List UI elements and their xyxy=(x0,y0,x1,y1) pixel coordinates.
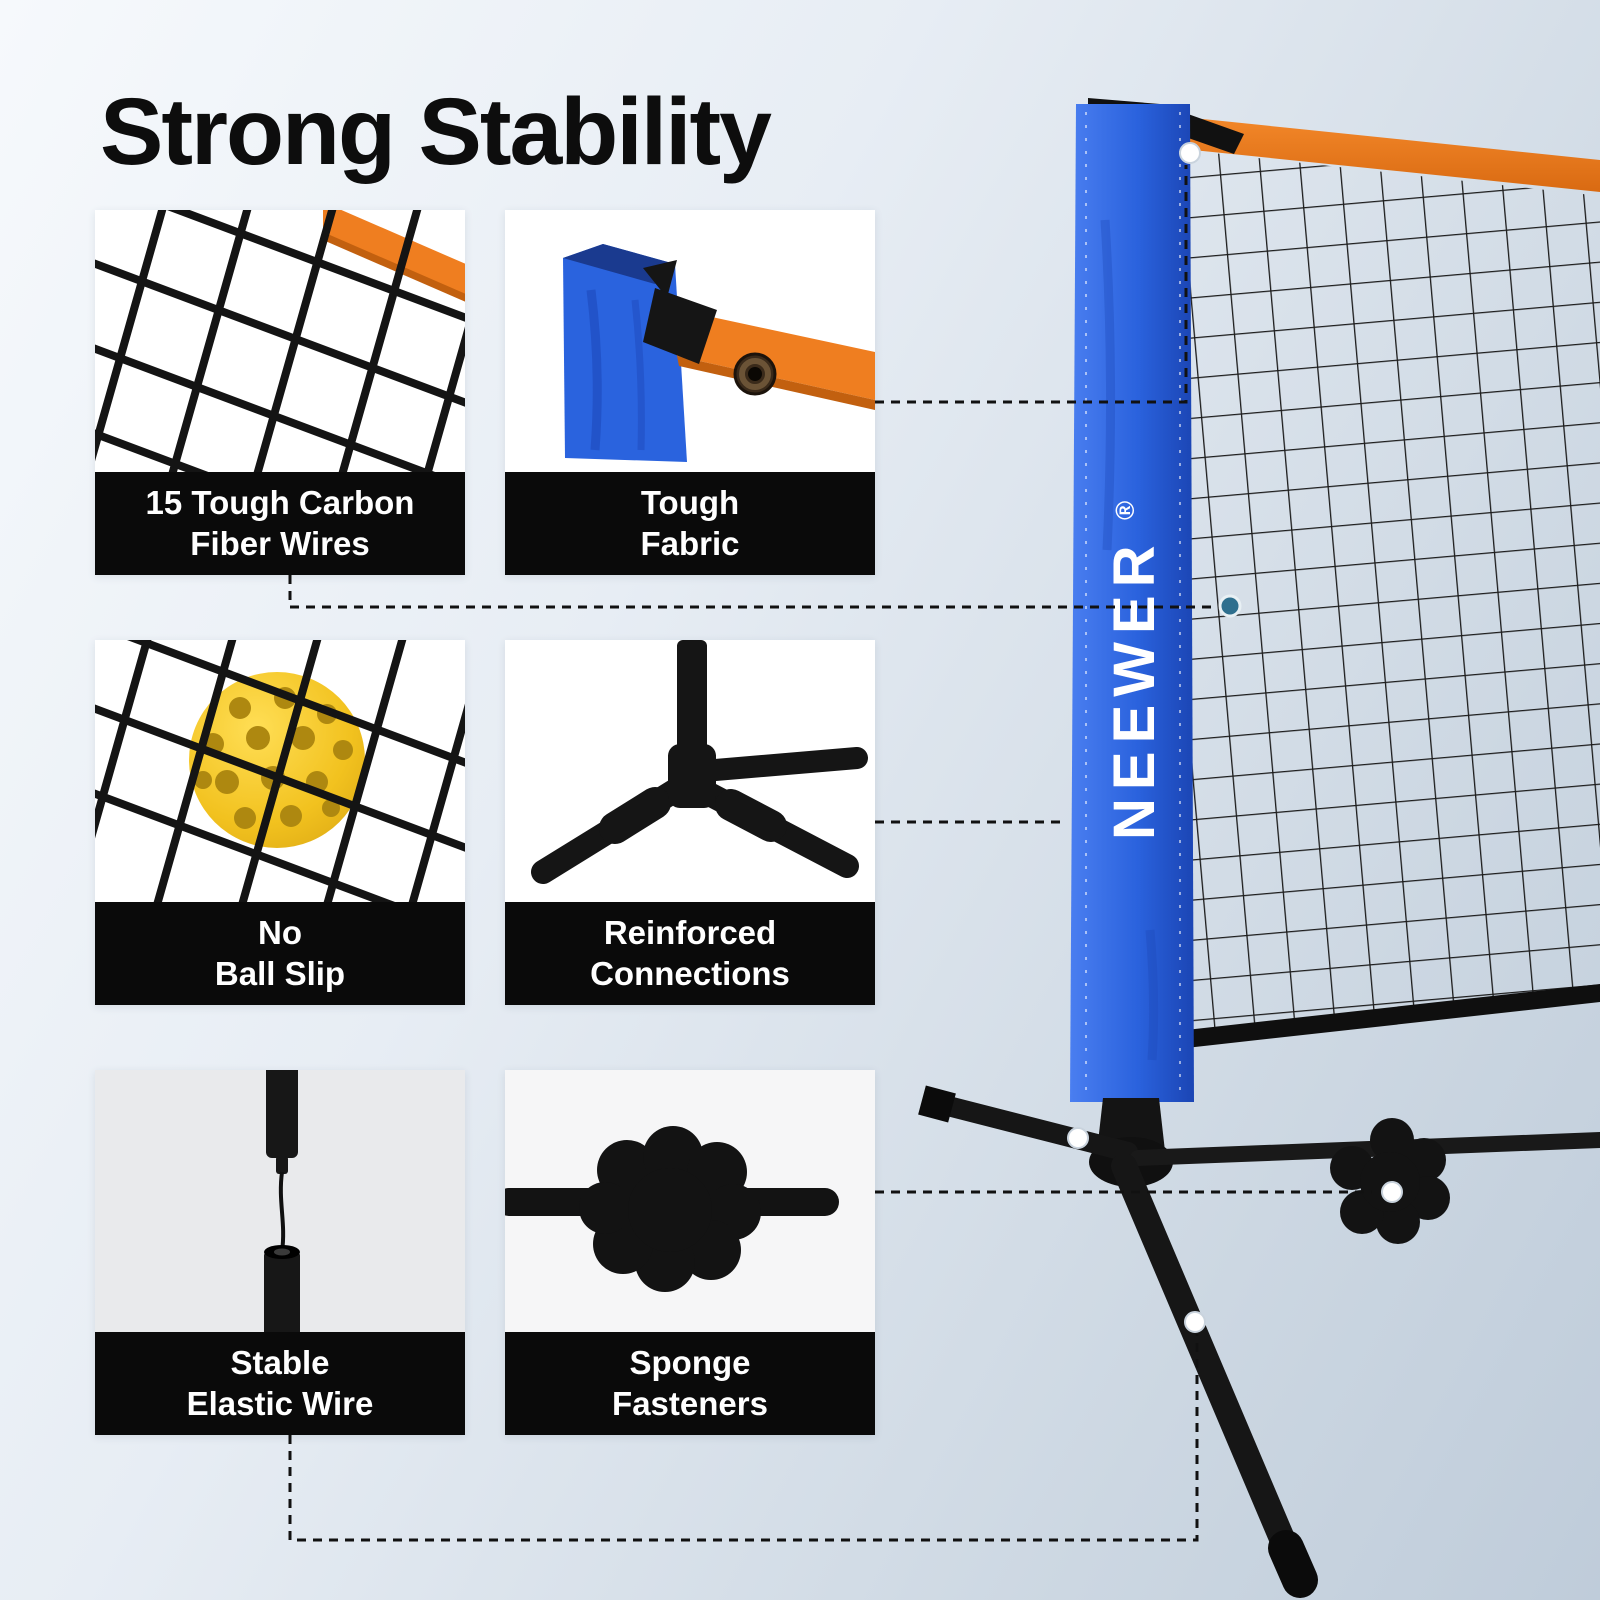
sponge-fastener xyxy=(1330,1118,1450,1244)
elastic-wire-image xyxy=(95,1070,465,1332)
feature-tile-sponge-fasteners: Sponge Fasteners xyxy=(505,1070,875,1435)
callout-dot xyxy=(1184,1311,1206,1333)
orange-strap xyxy=(670,308,875,410)
sponge-foam xyxy=(579,1126,761,1292)
caption-line: Elastic Wire xyxy=(186,1384,374,1422)
feature-caption: Reinforced Connections xyxy=(505,902,875,1005)
net-strings xyxy=(95,640,465,902)
caption-line: Stable xyxy=(230,1344,330,1382)
elastic-cord xyxy=(278,1171,286,1253)
caption-line: Ball Slip xyxy=(214,954,346,992)
frame-joint-image xyxy=(505,640,875,902)
callout-dot-teal xyxy=(1218,594,1242,618)
feature-tile-carbon-wires: 15 Tough Carbon Fiber Wires xyxy=(95,210,465,575)
net-bottom-tape xyxy=(1186,984,1600,1048)
feature-caption: Sponge Fasteners xyxy=(505,1332,875,1435)
net-closeup-image xyxy=(95,210,465,472)
callout-dot xyxy=(1179,142,1201,164)
joint-tubes xyxy=(531,747,868,884)
feature-tile-no-ball-slip: No Ball Slip xyxy=(95,640,465,1005)
orange-band xyxy=(323,210,465,302)
brand-registered-mark: ® xyxy=(1110,501,1140,520)
top-strap-knot xyxy=(1088,98,1244,154)
lower-pole xyxy=(264,1245,300,1332)
caption-line: Fiber Wires xyxy=(190,524,370,562)
caption-line: Sponge xyxy=(629,1344,751,1382)
pole-sleeve: ® NEEWER xyxy=(1070,104,1194,1102)
feature-tile-tough-fabric: Tough Fabric xyxy=(505,210,875,575)
caption-line: Connections xyxy=(590,954,790,992)
feature-tile-reinforced-connections: Reinforced Connections xyxy=(505,640,875,1005)
buckle-clip xyxy=(643,260,717,364)
metal-grommet xyxy=(733,352,777,396)
feature-caption: Tough Fabric xyxy=(505,472,875,575)
fabric-corner-image xyxy=(505,210,875,472)
caption-line: 15 Tough Carbon xyxy=(145,484,415,522)
joint-hub xyxy=(668,640,716,808)
sponge-fastener-image xyxy=(505,1070,875,1332)
callout-dots xyxy=(1067,142,1403,1333)
page-title: Strong Stability xyxy=(100,79,772,185)
caption-line: Tough xyxy=(640,484,740,522)
caption-line: No xyxy=(258,914,302,952)
feature-caption: No Ball Slip xyxy=(95,902,465,1005)
feature-caption: 15 Tough Carbon Fiber Wires xyxy=(95,472,465,575)
brand-logo-vertical: NEEWER xyxy=(1102,537,1167,840)
feature-caption: Stable Elastic Wire xyxy=(95,1332,465,1435)
pickleball-net-image xyxy=(95,640,465,902)
upper-pole xyxy=(266,1070,298,1174)
net-mesh xyxy=(1186,150,1600,1040)
net-strings xyxy=(95,210,465,472)
caption-line: Fasteners xyxy=(612,1384,768,1422)
caption-line: Reinforced xyxy=(603,914,777,952)
tripod-base xyxy=(918,1085,1600,1598)
callout-dot xyxy=(1067,1127,1089,1149)
callout-line-carbon-wires xyxy=(288,575,1222,609)
callout-line-tough-fabric xyxy=(875,165,1188,404)
caption-line: Fabric xyxy=(640,524,740,562)
orange-top-band xyxy=(1096,108,1600,192)
callout-dot xyxy=(1381,1181,1403,1203)
feature-tile-elastic-wire: Stable Elastic Wire xyxy=(95,1070,465,1435)
